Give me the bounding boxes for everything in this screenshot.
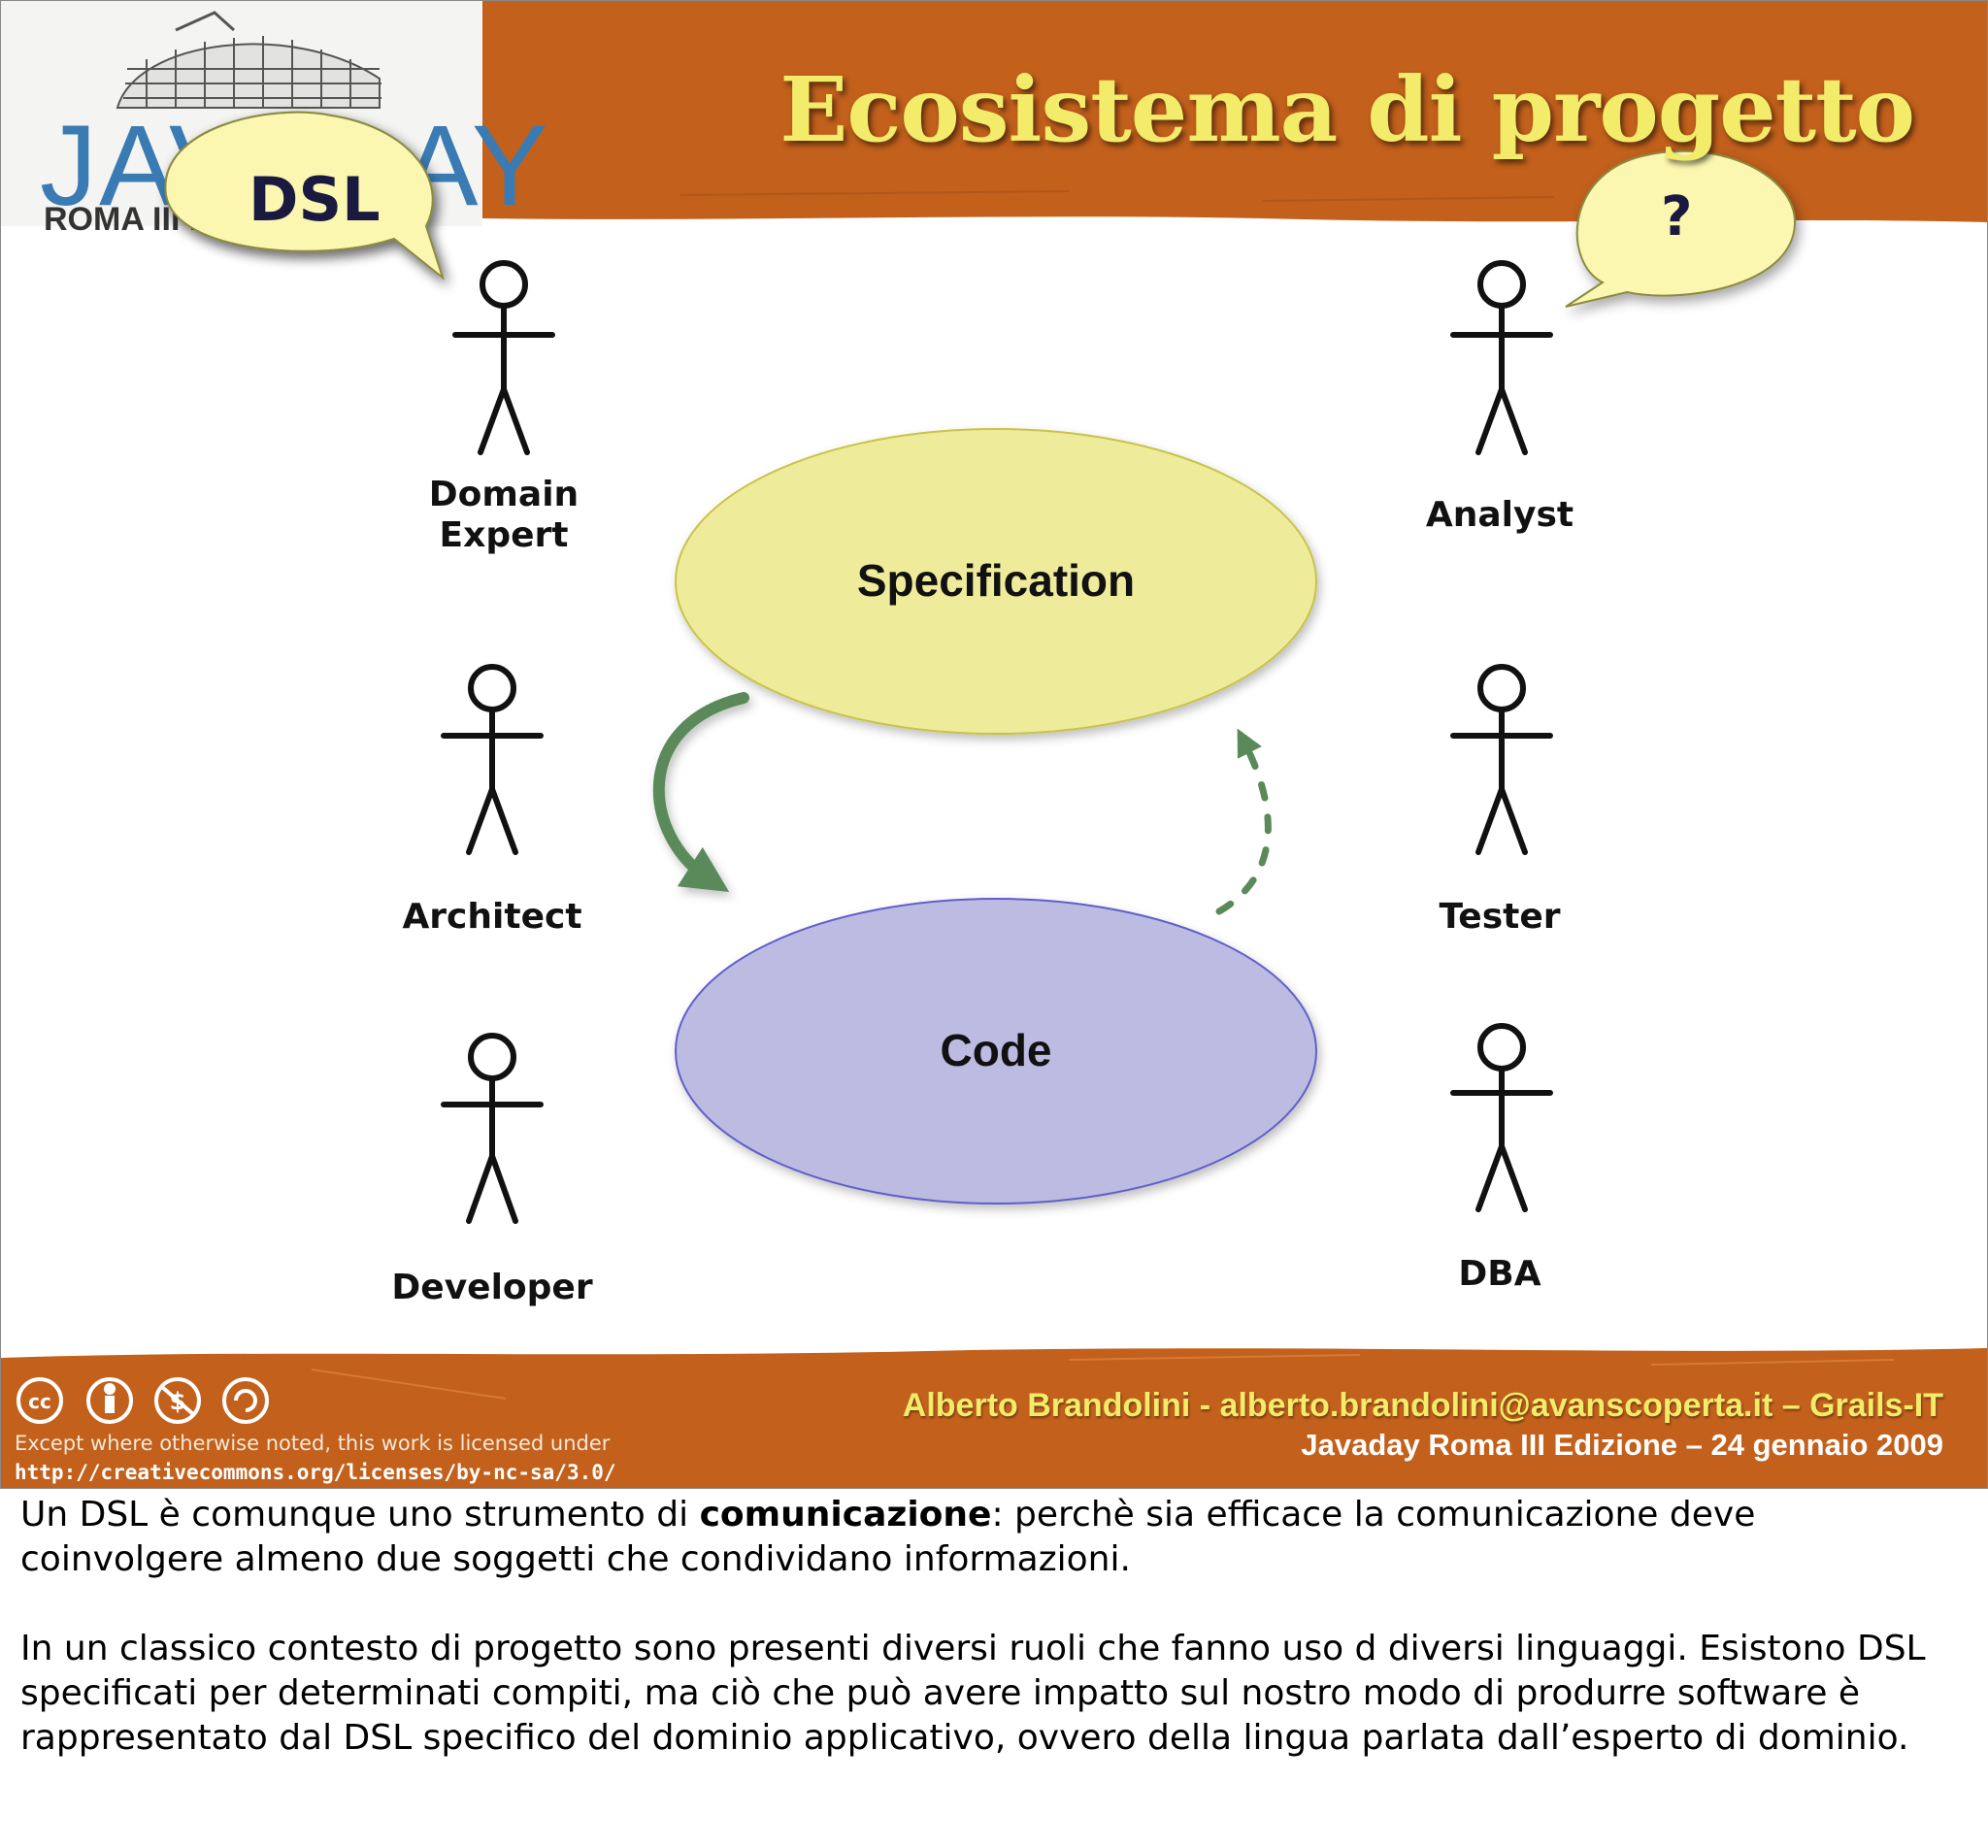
specification-oval [675, 428, 1317, 735]
bubble-overlay [164, 111, 445, 280]
slide-title: Ecosistema di progetto [779, 57, 1915, 162]
analyst-label: Analyst [1425, 495, 1574, 535]
architect-figure [441, 664, 544, 855]
svg-text:cc: cc [28, 1390, 51, 1413]
developer-figure [441, 1033, 544, 1224]
tester-figure [1450, 664, 1553, 855]
specification-label: Specification [856, 555, 1136, 606]
license-url: http://creativecommons.org/licenses/by-n… [15, 1461, 616, 1484]
dba-figure [1450, 1023, 1553, 1212]
slide: cc $ [0, 0, 1988, 1489]
bubble-dsl-text: DSL [248, 164, 381, 235]
footer-author: Alberto Brandolini - alberto.brandolini@… [902, 1387, 1943, 1424]
notes-p1-before: Un DSL è comunque uno strumento di [20, 1495, 700, 1534]
notes-paragraph-2: In un classico contesto di progetto sono… [20, 1629, 1926, 1758]
dba-label: DBA [1458, 1254, 1541, 1294]
architect-label: Architect [402, 897, 582, 937]
cc-icons: cc $ [17, 1377, 269, 1424]
speech-bubble-dsl-front [164, 111, 445, 280]
analyst-figure [1450, 260, 1553, 455]
bubble-question-text: ? [1661, 185, 1693, 248]
code-to-spec-dashed-arrow [1215, 728, 1272, 915]
cc-icon: cc [17, 1377, 63, 1424]
domain-expert-line1: Domain [428, 475, 580, 514]
by-icon [86, 1377, 133, 1424]
speech-bubble-question [1565, 149, 1797, 308]
code-label: Code [940, 1025, 1052, 1075]
domain-expert-label: Domain Expert [378, 475, 630, 556]
developer-label: Developer [391, 1268, 593, 1307]
notes-p1-after: : perchè sia efficace la comunicazione d… [20, 1495, 1756, 1579]
footer-band [1, 1348, 1987, 1488]
colosseum-icon [116, 11, 381, 109]
tester-label: Tester [1439, 897, 1561, 937]
code-oval [675, 898, 1317, 1204]
footer-event: Javaday Roma III Edizione – 24 gennaio 2… [1301, 1428, 1943, 1462]
nc-icon: $ [154, 1377, 201, 1424]
license-text: Except where otherwise noted, this work … [15, 1432, 611, 1455]
notes-p1-bold: comunicazione [699, 1495, 992, 1534]
domain-expert-line2: Expert [439, 515, 569, 555]
sa-icon [222, 1377, 269, 1424]
domain-expert-figure [452, 260, 555, 455]
speaker-notes: Un DSL è comunque uno strumento di comun… [20, 1493, 1962, 1805]
notes-paragraph-1: Un DSL è comunque uno strumento di comun… [20, 1493, 1962, 1582]
spec-to-code-arrow [652, 692, 749, 893]
